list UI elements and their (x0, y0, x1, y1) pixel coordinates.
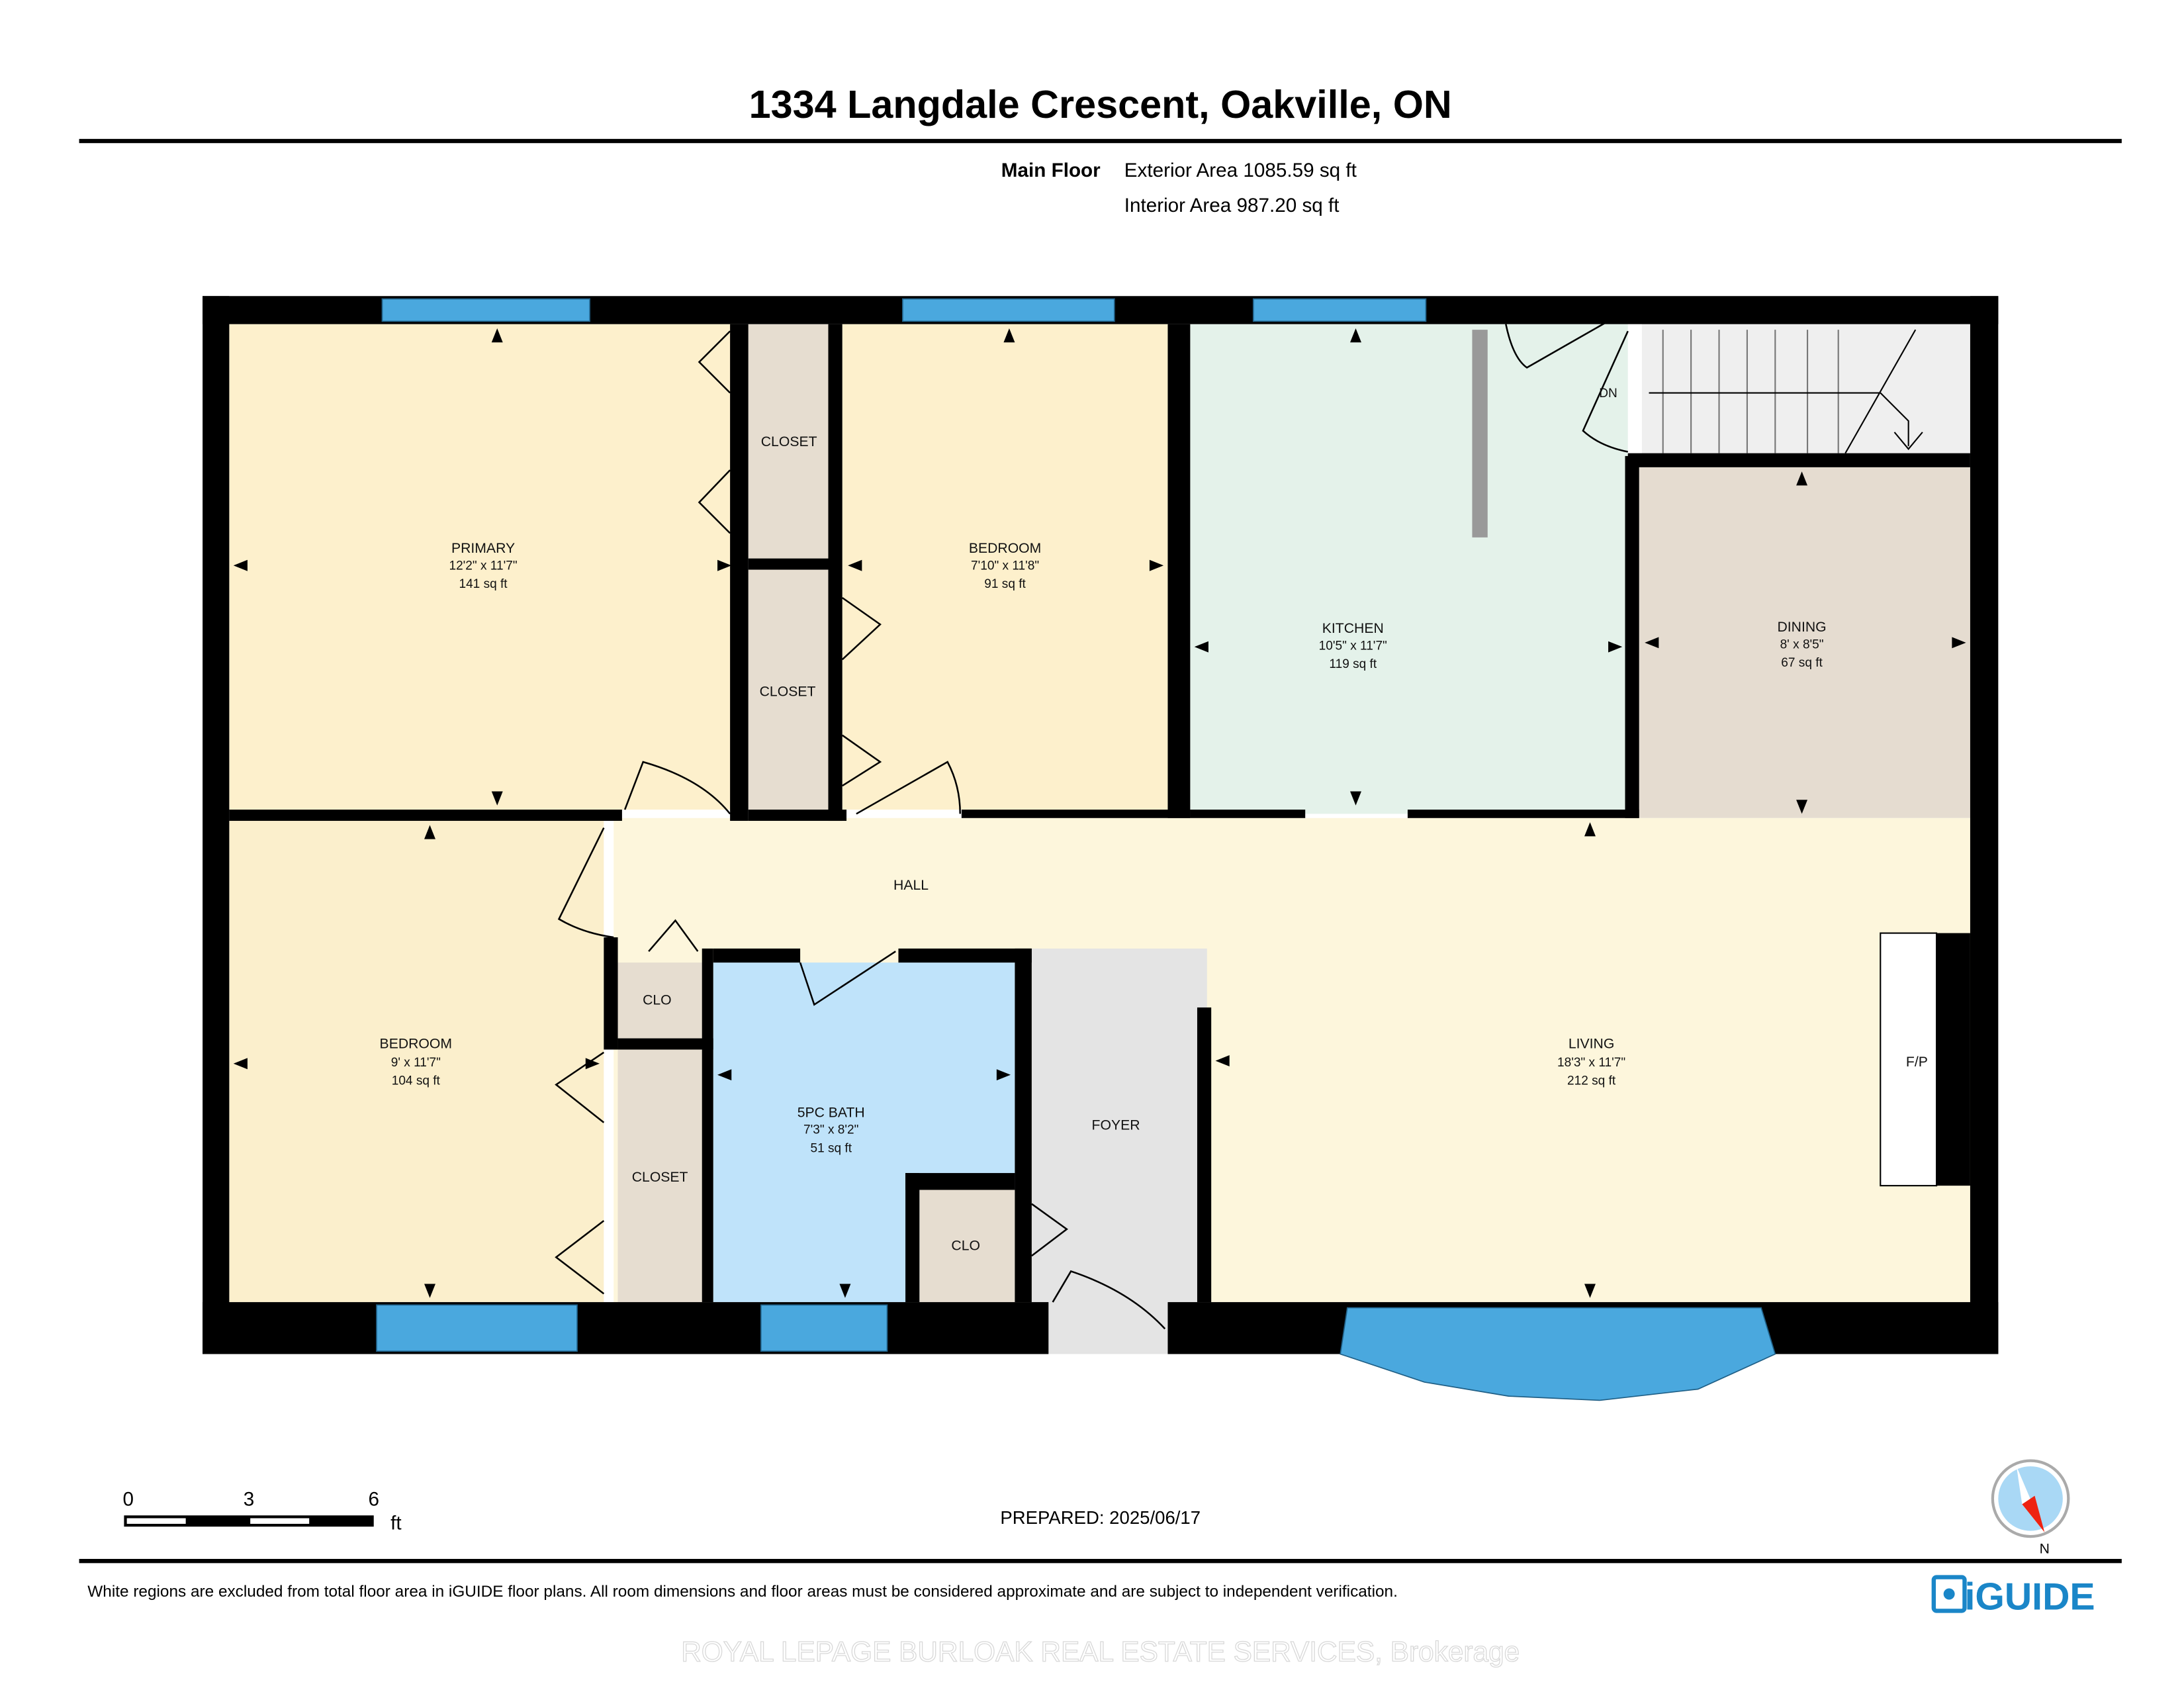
room-name-bedroom-top: BEDROOM (969, 541, 1041, 556)
logo-text: iGUIDE (1964, 1575, 2095, 1618)
foyer-label: FOYER (1092, 1117, 1140, 1133)
foyer-room (1031, 948, 1207, 1354)
floor-label: Main Floor (1001, 160, 1101, 181)
stairs (1649, 329, 1923, 454)
room-area-bedroom-top: 91 sq ft (984, 577, 1026, 591)
hall-label: HALL (893, 878, 929, 893)
room-dims-primary: 12'2" x 11'7" (449, 559, 517, 573)
scale-unit: ft (390, 1512, 402, 1534)
iguide-logo: iGUIDE (1931, 1575, 2095, 1618)
room-fills (229, 324, 1970, 1354)
bedroom-top-room (842, 324, 1168, 810)
primary-room (229, 324, 737, 810)
scale-tick-6: 6 (368, 1488, 379, 1510)
exterior-area: Exterior Area 1085.59 sq ft (1124, 160, 1357, 181)
room-area-living: 212 sq ft (1567, 1074, 1616, 1088)
clo-label-2: CLO (951, 1239, 980, 1254)
brokerage-watermark: ROYAL LEPAGE BURLOAK REAL ESTATE SERVICE… (681, 1636, 1520, 1667)
fireplace (1880, 932, 1938, 1187)
scale-tick-3: 3 (244, 1488, 255, 1510)
disclaimer: White regions are excluded from total fl… (87, 1583, 1398, 1601)
prepared-date: PREPARED: 2025/06/17 (1000, 1507, 1201, 1528)
fireplace-label: F/P (1906, 1055, 1928, 1070)
clo-room-1 (617, 962, 702, 1039)
stairs-down-label: DN (1599, 387, 1617, 400)
windows (376, 298, 1776, 1401)
interior-area: Interior Area 987.20 sq ft (1124, 195, 1340, 216)
room-labels: PRIMARY 12'2" x 11'7" 141 sq ft BEDROOM … (380, 387, 1928, 1254)
clo-label-1: CLO (643, 993, 672, 1008)
closet-label-1: CLOSET (761, 434, 817, 449)
scale-bar: 0 3 6 ft (123, 1488, 402, 1534)
clo-room-2 (919, 1190, 1015, 1303)
room-dims-bedroom-top: 7'10" x 11'8" (971, 559, 1039, 573)
closet-room-3 (617, 1049, 702, 1303)
compass-north-label: N (2040, 1542, 2050, 1557)
footer-rule (79, 1558, 2122, 1564)
closet-mid (748, 569, 829, 810)
room-name-kitchen: KITCHEN (1322, 621, 1384, 636)
page-title: 1334 Langdale Crescent, Oakville, ON (749, 82, 1452, 126)
kitchen-room (1190, 324, 1628, 814)
room-dims-living: 18'3" x 11'7" (1557, 1056, 1625, 1070)
room-dims-bath: 7'3" x 8'2" (803, 1123, 858, 1137)
scale-tick-0: 0 (123, 1488, 134, 1510)
closet-top (748, 324, 829, 559)
kitchen-counter (1472, 330, 1488, 538)
room-name-bath: 5PC BATH (797, 1105, 865, 1120)
room-name-dining: DINING (1777, 620, 1826, 635)
compass-icon: N (1991, 1459, 2070, 1557)
room-dims-bedroom-bottom: 9' x 11'7" (391, 1056, 441, 1070)
room-area-bedroom-bottom: 104 sq ft (392, 1074, 441, 1088)
room-dims-kitchen: 10'5" x 11'7" (1319, 639, 1387, 653)
stairs-area (1641, 324, 1970, 456)
room-name-bedroom-bottom: BEDROOM (380, 1036, 452, 1051)
room-name-living: LIVING (1569, 1036, 1614, 1051)
bedroom-bottom-room (229, 821, 604, 1303)
room-area-primary: 141 sq ft (459, 577, 508, 591)
room-name-primary: PRIMARY (451, 541, 515, 556)
room-dims-dining: 8' x 8'5" (1780, 637, 1824, 651)
closet-label-3: CLOSET (632, 1170, 688, 1185)
room-area-kitchen: 119 sq ft (1329, 657, 1377, 671)
dining-room (1639, 467, 1970, 818)
dimension-arrows (233, 328, 1966, 1298)
room-area-dining: 67 sq ft (1781, 656, 1823, 670)
closet-label-2: CLOSET (760, 684, 816, 699)
room-area-bath: 51 sq ft (810, 1141, 852, 1155)
header-rule (79, 138, 2122, 144)
